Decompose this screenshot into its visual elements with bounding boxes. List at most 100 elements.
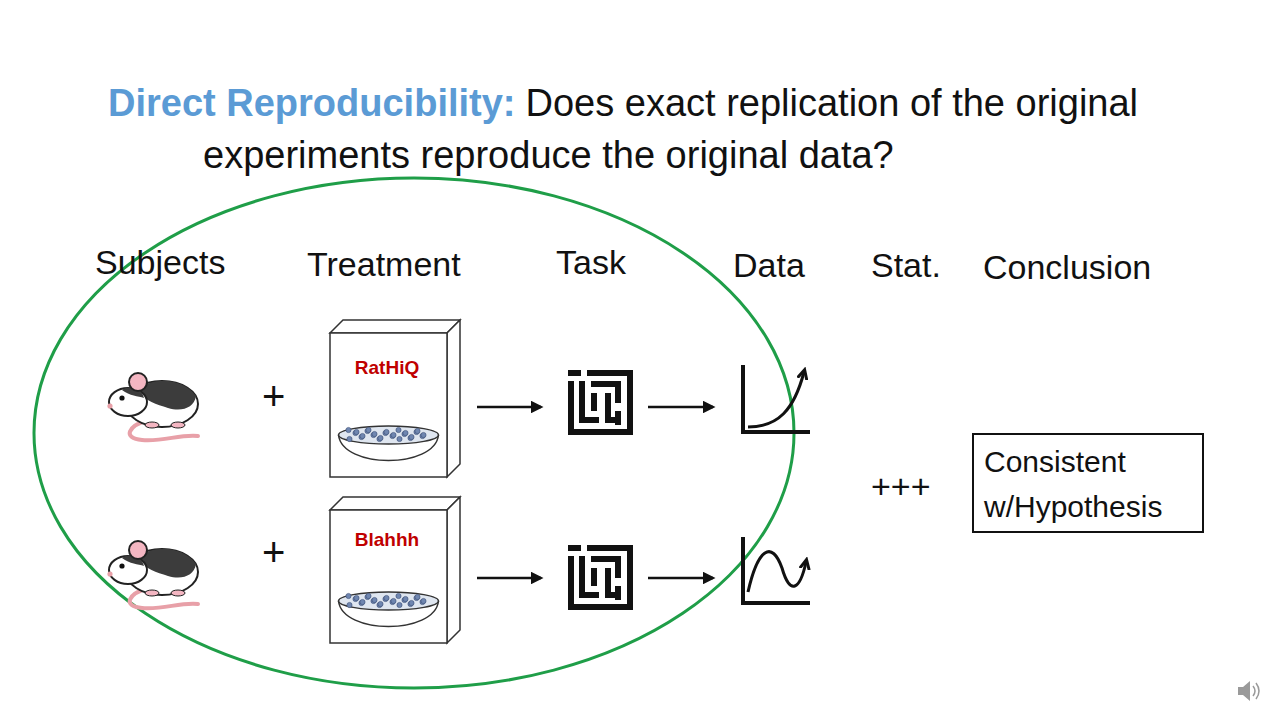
flow-arrow (648, 577, 713, 580)
cereal-box: Blahhh (330, 497, 460, 643)
cereal-box-outline (339, 592, 439, 610)
cereal-flake (366, 427, 371, 432)
cereal-flake (378, 435, 383, 440)
cereal-flake (383, 430, 388, 435)
cereal-flake (409, 434, 414, 439)
cereal-flake (421, 598, 426, 603)
rat-icon (129, 541, 147, 559)
plus-sign: + (262, 532, 285, 572)
rat-icon (107, 541, 198, 608)
flow-arrow (648, 406, 713, 409)
rat-icon (109, 556, 147, 584)
maze-icon (582, 384, 596, 420)
scope-ellipse (34, 178, 794, 688)
data-graph (748, 372, 804, 427)
cereal-flake (354, 429, 359, 434)
data-graph (748, 552, 806, 592)
cereal-flake (390, 599, 395, 604)
cereal-box-outline (330, 497, 460, 643)
title: Direct Reproducibility: (108, 82, 516, 124)
brand-name: Blahhh (355, 530, 419, 549)
cereal-flake (377, 602, 382, 607)
maze-icon (615, 414, 621, 422)
maze-icon (582, 559, 596, 595)
cereal-flake (414, 595, 419, 600)
rat-icon (145, 590, 159, 596)
maze-icon (615, 589, 621, 597)
speaker-icon (1253, 686, 1255, 696)
cereal-flake (353, 430, 358, 435)
cereal-flake (415, 428, 420, 433)
cereal-flake (359, 434, 364, 439)
cereal-flake (360, 599, 365, 604)
cereal-flake (396, 593, 401, 598)
cereal-box-outline (447, 497, 460, 643)
cereal-flake (390, 433, 395, 438)
cereal-flake (359, 600, 364, 605)
cereal-flake (346, 593, 351, 598)
cereal-flake (366, 593, 371, 598)
rat-icon (109, 388, 147, 416)
cereal-flake (371, 598, 376, 603)
cereal-flake (365, 594, 370, 599)
rat-icon (119, 395, 124, 400)
significance-mark: +++ (871, 469, 931, 503)
maze-icon (571, 548, 630, 607)
rat-icon (171, 422, 185, 428)
cereal-flake (347, 436, 352, 441)
data-graph (743, 537, 810, 603)
cereal-flake (372, 431, 377, 436)
maze-icon (571, 370, 578, 376)
cereal-flake (397, 436, 402, 441)
cereal-flake (391, 598, 396, 603)
column-header: Stat. (871, 248, 941, 282)
maze-icon (571, 373, 630, 432)
rat-icon (107, 571, 112, 576)
cereal-box-outline (330, 497, 460, 510)
speaker-icon (1256, 683, 1259, 699)
cereal-box-outline (330, 510, 447, 643)
cereal-box: RatHiQ (330, 320, 460, 477)
maze-icon (571, 545, 578, 551)
plus-sign: + (262, 376, 285, 416)
rat-icon (107, 403, 112, 408)
cereal-flake (402, 597, 407, 602)
data-graph (743, 365, 810, 432)
column-header: Conclusion (983, 250, 1151, 284)
cereal-flake (371, 432, 376, 437)
cereal-flake (383, 596, 388, 601)
column-header: Data (733, 248, 805, 282)
cereal-flake (347, 602, 352, 607)
heading: Direct Reproducibility:Does exact replic… (108, 77, 1248, 181)
cereal-flake (420, 599, 425, 604)
rat-icon (119, 563, 124, 568)
cereal-box-outline (447, 320, 460, 477)
rat-icon (107, 373, 198, 440)
cereal-flake (408, 601, 413, 606)
rat-icon (171, 590, 185, 596)
cereal-flake (403, 596, 408, 601)
cereal-flake (346, 427, 351, 432)
conclusion-box: Consistent w/Hypothesis (972, 433, 1204, 533)
cereal-flake (384, 595, 389, 600)
cereal-box-outline (330, 333, 447, 477)
cereal-flake (408, 435, 413, 440)
data-graph (743, 365, 810, 432)
cereal-flake (396, 427, 401, 432)
conclusion-text: Consistent w/Hypothesis (984, 439, 1192, 529)
cereal-flake (414, 429, 419, 434)
rat-icon (129, 373, 147, 391)
flow-arrow (477, 406, 541, 409)
cereal-flake (384, 429, 389, 434)
cereal-flake (409, 600, 414, 605)
column-header: Task (556, 245, 626, 279)
flow-arrow (477, 577, 541, 580)
cereal-box-outline (339, 426, 439, 444)
cereal-flake (397, 602, 402, 607)
maze-icon (571, 373, 630, 432)
cereal-flake (421, 432, 426, 437)
column-header: Subjects (95, 245, 225, 279)
cereal-flake (378, 601, 383, 606)
cereal-flake (403, 430, 408, 435)
